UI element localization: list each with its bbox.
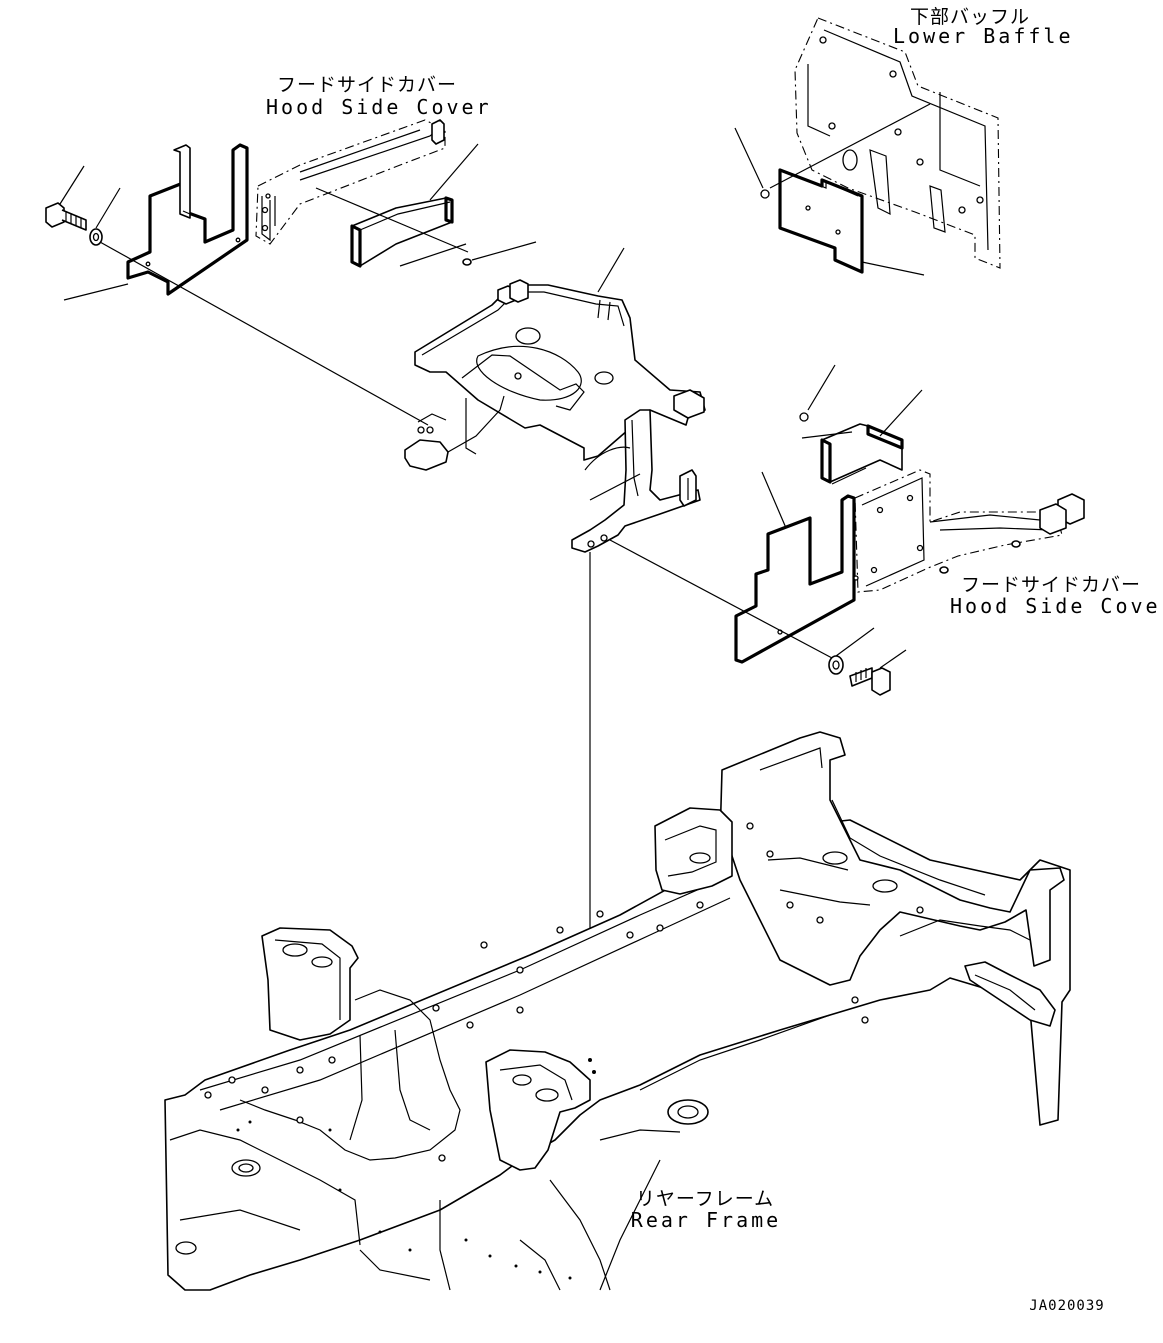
hood-side-cover-left-label-jp: フードサイドカバー bbox=[276, 74, 457, 96]
lower-baffle-label-jp: 下部バッフル bbox=[909, 6, 1030, 28]
left-seal-block bbox=[350, 196, 454, 268]
rear-frame-label-en: Rear Frame bbox=[630, 1208, 782, 1232]
hood-side-cover-right-label-jp: フードサイドカバー bbox=[960, 574, 1141, 596]
right-seal-block bbox=[820, 423, 904, 484]
lower-baffle-washer bbox=[760, 189, 770, 199]
hood-side-cover-right-label-en: Hood Side Cover bbox=[950, 594, 1163, 618]
rear-frame-label-jp: リヤーフレーム bbox=[635, 1188, 775, 1210]
hood-side-cover-left-label-en: Hood Side Cover bbox=[266, 95, 492, 119]
lower-baffle-label-en: Lower Baffle bbox=[893, 24, 1074, 48]
right-side-plate bbox=[854, 469, 1085, 593]
lower-baffle bbox=[794, 17, 1001, 269]
drawing-code: JA020039 bbox=[1029, 1298, 1105, 1314]
bolt-right bbox=[849, 667, 891, 696]
left-side-plate bbox=[255, 119, 446, 245]
right-clip bbox=[799, 412, 809, 422]
center-bracket bbox=[404, 279, 706, 553]
hood-side-cover-left bbox=[126, 143, 249, 296]
rear-frame bbox=[164, 731, 1071, 1291]
bolt-left bbox=[45, 202, 87, 231]
left-clip bbox=[462, 258, 472, 266]
lower-baffle-seal bbox=[778, 168, 864, 274]
washer-left bbox=[89, 228, 103, 246]
